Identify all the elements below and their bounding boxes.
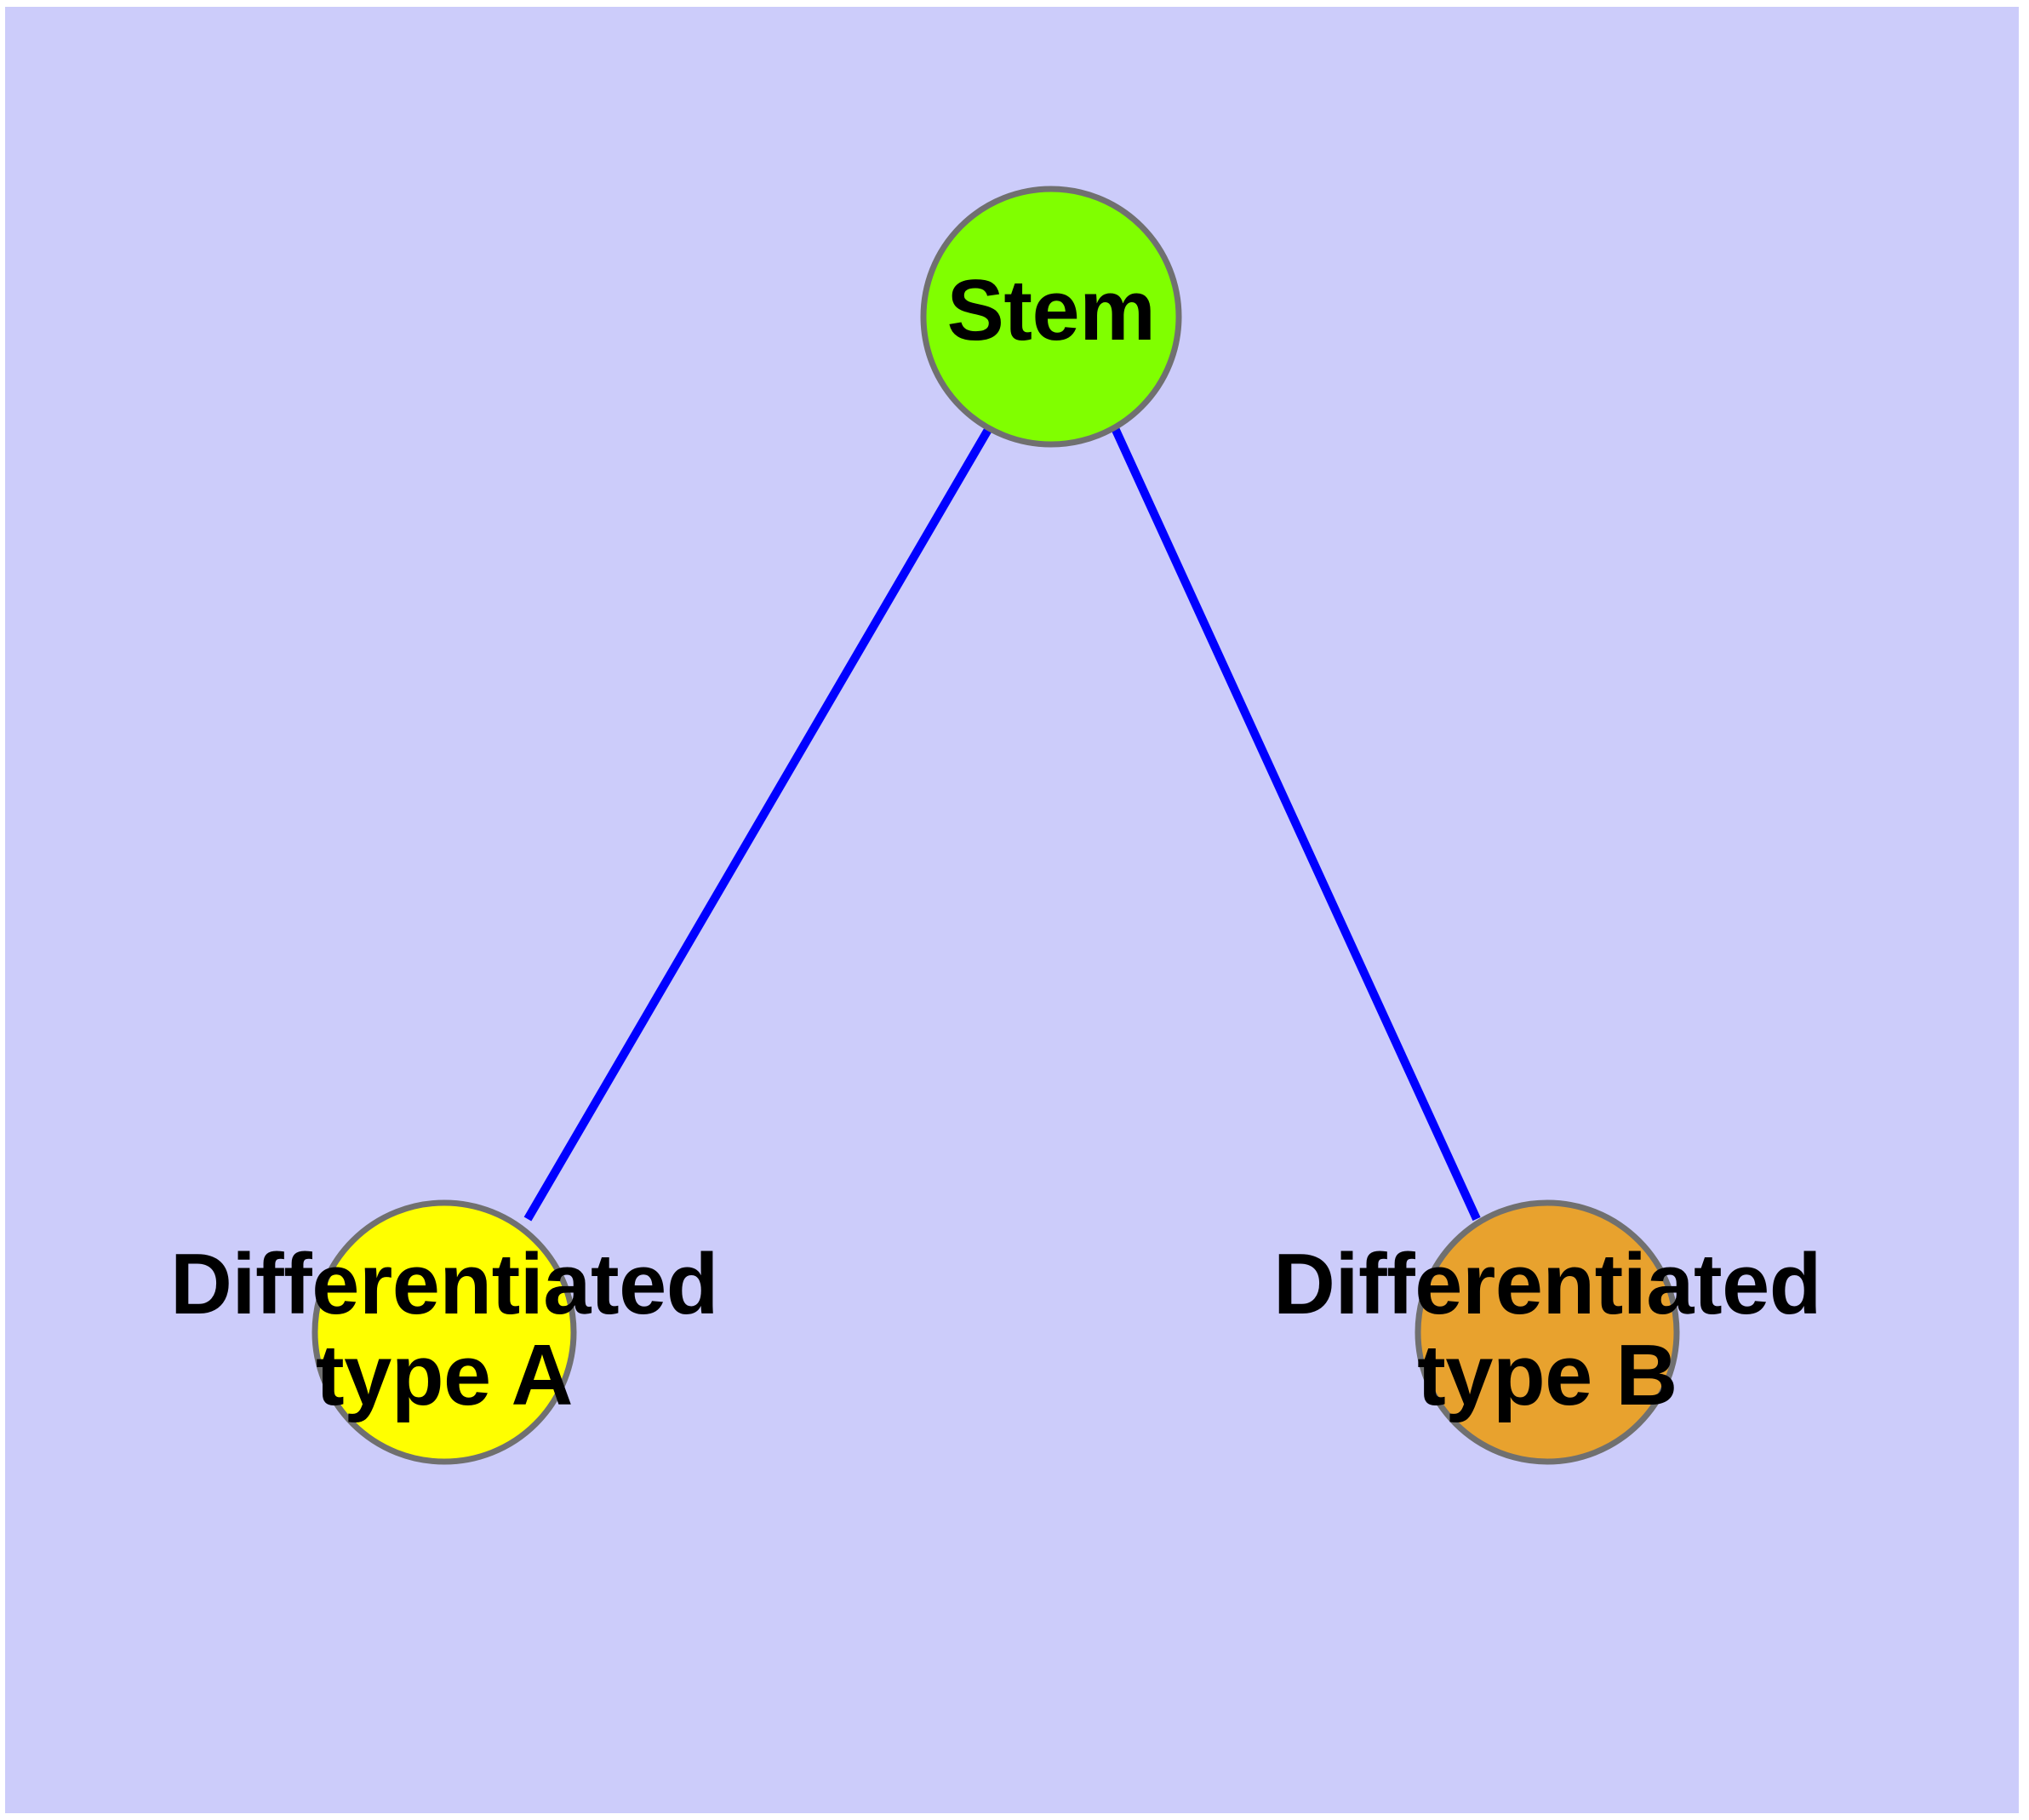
edge-stem-to-differentiated-type-b[interactable] bbox=[1111, 426, 1481, 1222]
edge-stem-to-differentiated-type-a[interactable] bbox=[523, 426, 993, 1222]
node-differentiated-type-b[interactable] bbox=[1415, 1199, 1680, 1465]
node-differentiated-type-a[interactable] bbox=[311, 1199, 577, 1465]
node-layer bbox=[311, 186, 1680, 1465]
node-stem[interactable] bbox=[920, 186, 1182, 448]
edge-layer bbox=[523, 426, 1481, 1222]
